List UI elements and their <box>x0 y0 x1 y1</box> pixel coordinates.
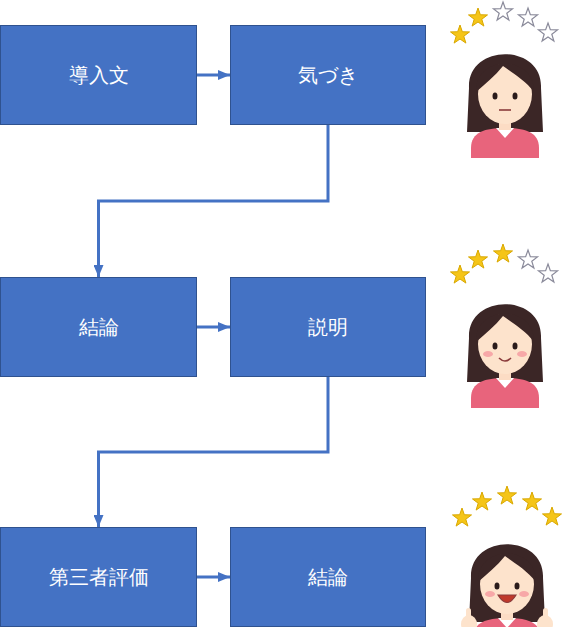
star <box>493 2 512 20</box>
star <box>497 486 516 504</box>
process-box: 結論 <box>0 277 197 377</box>
box-label: 気づき <box>292 62 364 89</box>
mouth <box>499 109 511 111</box>
process-box: 導入文 <box>0 25 197 125</box>
thumb-hand <box>461 615 477 627</box>
thumb <box>543 608 548 618</box>
flow-arrow <box>197 576 230 579</box>
star-rating <box>450 2 557 43</box>
box-label: 説明 <box>302 314 354 341</box>
star <box>518 8 537 26</box>
flow-arrow <box>197 74 230 77</box>
blush <box>485 591 495 597</box>
star <box>452 508 471 526</box>
flow-arrow <box>99 125 329 277</box>
flow-arrow <box>197 326 230 329</box>
thumb <box>466 608 471 618</box>
woman <box>467 304 543 408</box>
blush <box>517 351 527 357</box>
process-box: 説明 <box>230 277 426 377</box>
woman <box>469 544 545 627</box>
star <box>542 507 561 525</box>
box-label: 結論 <box>302 564 354 591</box>
woman-figure <box>467 304 543 408</box>
blush <box>519 591 529 597</box>
woman <box>467 54 543 158</box>
star <box>538 23 557 41</box>
star <box>518 250 537 268</box>
woman-figure <box>461 544 553 627</box>
box-label: 結論 <box>73 314 125 341</box>
star-rating <box>450 244 557 283</box>
thumb-hand <box>537 615 553 627</box>
process-box: 第三者評価 <box>0 527 197 627</box>
star <box>468 250 487 268</box>
star <box>538 264 557 282</box>
mouth <box>498 595 516 603</box>
process-box: 結論 <box>230 527 426 627</box>
blush <box>483 351 493 357</box>
flow-arrow <box>99 377 329 527</box>
box-label: 導入文 <box>63 62 135 89</box>
process-box: 気づき <box>230 25 426 125</box>
woman-figure <box>467 54 543 158</box>
star <box>493 244 512 262</box>
box-label: 第三者評価 <box>43 564 155 591</box>
star <box>522 492 541 510</box>
star-rating <box>452 486 561 526</box>
star <box>450 265 469 283</box>
star <box>468 8 487 26</box>
mouth <box>499 358 511 361</box>
star <box>450 25 469 43</box>
star <box>472 492 491 510</box>
